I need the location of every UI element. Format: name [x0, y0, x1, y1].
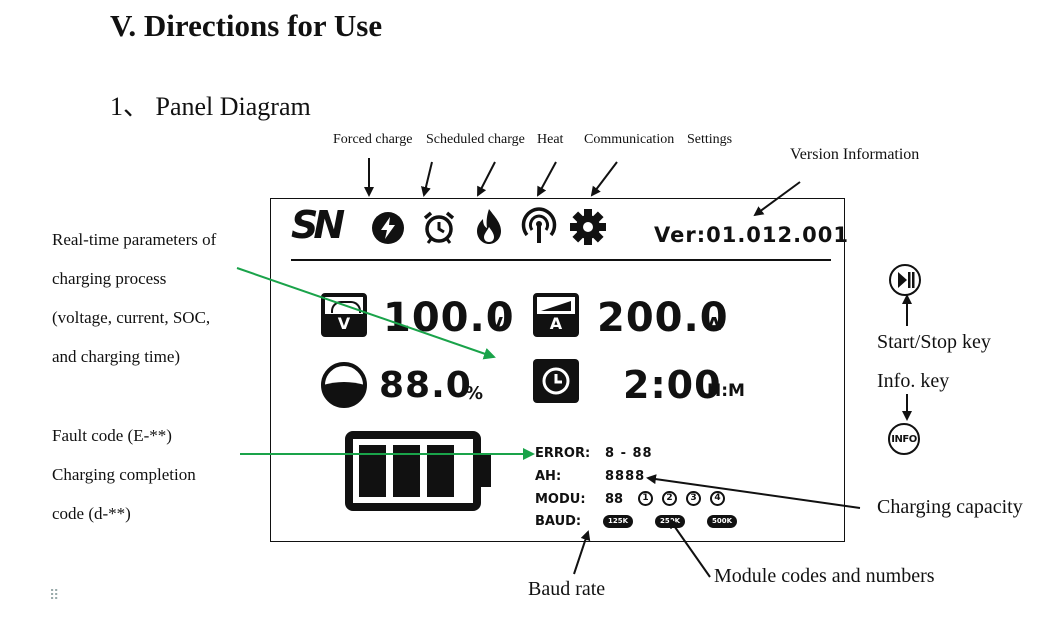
- soc-unit: %: [465, 383, 484, 404]
- arrow-heat: [477, 161, 496, 197]
- version-readout: Ver:01.012.001: [654, 223, 849, 247]
- note-start-stop-key: Start/Stop key: [877, 331, 991, 353]
- label-communication: Communication: [584, 132, 675, 147]
- note-fault-line3: code (d-**): [52, 504, 131, 523]
- note-realtime-line3: (voltage, current, SOC,: [52, 308, 211, 327]
- battery-bar-3: [427, 445, 454, 497]
- battery-icon: [345, 431, 481, 511]
- voltage-icon-letter: V: [325, 314, 363, 333]
- note-info-key: Info. key: [877, 370, 950, 392]
- brand-logo: SN: [291, 203, 345, 247]
- note-realtime-line4: and charging time): [52, 347, 181, 366]
- error-label: ERROR:: [535, 446, 591, 461]
- lightning-icon: [372, 212, 404, 244]
- arrow-settings: [590, 161, 618, 197]
- module-1-indicator: 1: [638, 491, 653, 506]
- voltage-unit: V: [489, 314, 503, 335]
- module-3-indicator: 3: [686, 491, 701, 506]
- info-key-icon[interactable]: INFO: [888, 423, 920, 455]
- soc-gauge-icon: [321, 362, 367, 408]
- time-value: 2:00: [623, 363, 722, 407]
- subsection-heading: 1、 Panel Diagram: [110, 92, 311, 121]
- baud-label: BAUD:: [535, 514, 582, 529]
- baud-option-250k: 250K: [655, 515, 685, 528]
- modu-value: 88: [605, 492, 624, 507]
- arrow-scheduled-charge: [421, 161, 433, 197]
- battery-bar-2: [393, 445, 420, 497]
- note-charging-capacity: Charging capacity: [877, 496, 1023, 518]
- label-scheduled-charge: Scheduled charge: [426, 132, 525, 147]
- current-icon-letter: A: [537, 314, 575, 333]
- current-value: 200.0: [597, 295, 729, 341]
- label-settings: Settings: [687, 132, 733, 147]
- soc-value: 88.0: [379, 365, 472, 406]
- baud-option-125k: 125K: [603, 515, 633, 528]
- flame-icon: [477, 209, 501, 244]
- label-forced-charge: Forced charge: [333, 132, 413, 147]
- label-heat: Heat: [537, 132, 564, 147]
- label-version-information: Version Information: [790, 146, 920, 163]
- lcd-panel: SN Ve: [270, 198, 848, 542]
- info-icon-text: INFO: [891, 433, 917, 445]
- clock-icon: [533, 359, 579, 403]
- alarm-clock-icon: [423, 211, 455, 244]
- note-module-codes: Module codes and numbers: [714, 565, 935, 587]
- baud-option-500k: 500K: [707, 515, 737, 528]
- module-2-indicator: 2: [662, 491, 677, 506]
- gear-icon: [570, 209, 606, 245]
- error-value: 8 - 88: [605, 446, 653, 461]
- voltage-icon: V: [321, 293, 367, 337]
- ah-value: 8888: [605, 469, 646, 484]
- antenna-signal-icon: [521, 207, 557, 243]
- battery-terminal: [481, 455, 491, 487]
- note-realtime-line1: Real-time parameters of: [52, 230, 217, 249]
- note-fault-line1: Fault code (E-**): [52, 426, 172, 445]
- current-unit: A: [707, 314, 721, 335]
- note-baud-rate: Baud rate: [528, 578, 606, 600]
- note-fault-line2: Charging completion: [52, 465, 196, 484]
- current-icon: A: [533, 293, 579, 337]
- battery-bar-1: [359, 445, 386, 497]
- module-4-indicator: 4: [710, 491, 725, 506]
- modu-label: MODU:: [535, 492, 586, 507]
- section-heading: V. Directions for Use: [110, 8, 383, 43]
- panel-divider: [291, 259, 831, 261]
- note-realtime-line2: charging process: [52, 269, 167, 288]
- drag-handle-icon[interactable]: ⠿: [49, 589, 60, 604]
- time-unit: H:M: [707, 381, 745, 401]
- arrow-communication: [537, 161, 557, 197]
- ah-label: AH:: [535, 469, 562, 484]
- play-pause-icon[interactable]: [887, 262, 923, 298]
